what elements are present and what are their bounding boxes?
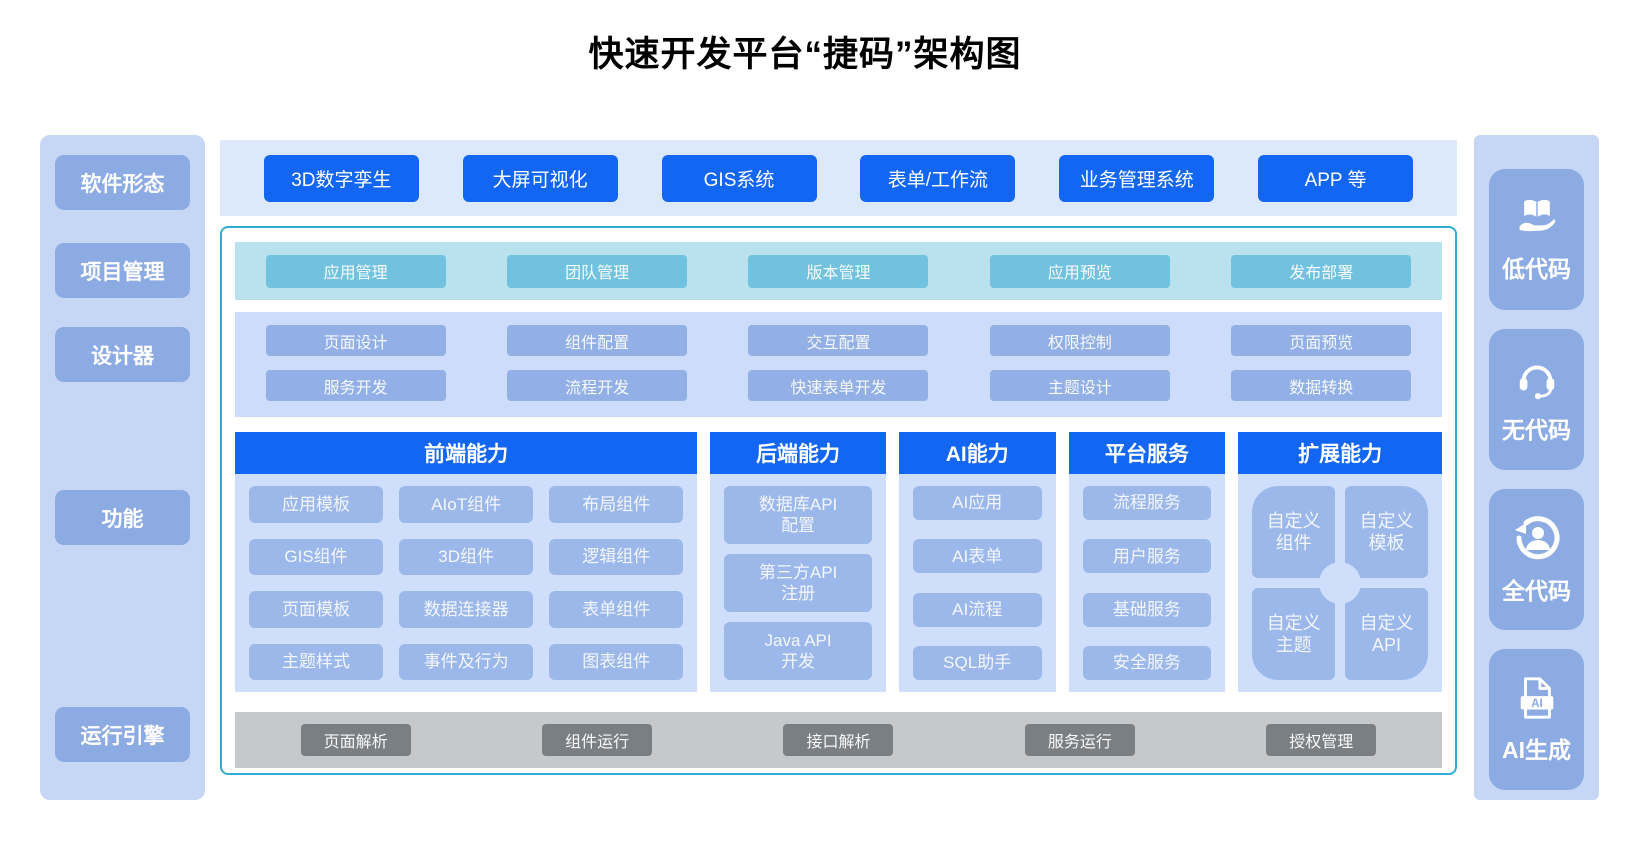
extension-center-notch	[1319, 562, 1362, 604]
page-title: 快速开发平台“捷码”架构图	[588, 35, 1022, 74]
pm-version-management[interactable]: 版本管理	[748, 254, 929, 288]
code-modes-sidebar: 低代码 无代码	[1474, 135, 1599, 800]
frontend-data-connectors[interactable]: 数据连接器	[399, 591, 534, 628]
backend-db-api-config[interactable]: 数据库API 配置	[724, 486, 872, 544]
frontend-chart-components[interactable]: 图表组件	[549, 643, 684, 680]
platform-user-service[interactable]: 用户服务	[1082, 539, 1212, 574]
platform-security-service[interactable]: 安全服务	[1082, 645, 1212, 680]
designer-page-design[interactable]: 页面设计	[265, 325, 446, 356]
low-code-label: 低代码	[1502, 255, 1571, 282]
frontend-form-components[interactable]: 表单组件	[549, 591, 684, 628]
designer-theme-design[interactable]: 主题设计	[989, 370, 1170, 401]
software-form-gis[interactable]: GIS系统	[661, 154, 817, 202]
ai-sql-assistant[interactable]: SQL助手	[912, 645, 1042, 680]
runtime-page-parsing[interactable]: 页面解析	[300, 724, 411, 756]
project-management-band: 应用管理 团队管理 版本管理 应用预览 发布部署	[235, 242, 1442, 300]
platform-services-header: 平台服务	[1068, 432, 1226, 474]
platform-main-box: 应用管理 团队管理 版本管理 应用预览 发布部署 页面设计 组件配置 交互配置 …	[220, 226, 1457, 775]
runtime-interface-parsing[interactable]: 接口解析	[783, 724, 894, 756]
full-code-card[interactable]: 全代码	[1489, 489, 1584, 630]
capabilities-section: 前端能力 应用模板 AIoT组件 布局组件 GIS组件 3D组件 逻辑组件 页面…	[235, 432, 1442, 692]
runtime-service-running[interactable]: 服务运行	[1024, 724, 1135, 756]
designer-band: 页面设计 组件配置 交互配置 权限控制 页面预览 服务开发 流程开发 快速表单开…	[235, 312, 1442, 417]
designer-data-transform[interactable]: 数据转换	[1231, 370, 1412, 401]
headset-icon	[1514, 355, 1560, 401]
designer-page-preview[interactable]: 页面预览	[1231, 325, 1412, 356]
designer-permission-control[interactable]: 权限控制	[989, 325, 1170, 356]
runtime-component-running[interactable]: 组件运行	[542, 724, 653, 756]
extension-custom-templates[interactable]: 自定义 模板	[1345, 486, 1428, 578]
sidebar-item-designer[interactable]: 设计器	[55, 327, 190, 382]
extension-capability-header: 扩展能力	[1238, 432, 1442, 474]
sidebar-item-project-management[interactable]: 项目管理	[55, 243, 190, 298]
pm-app-preview[interactable]: 应用预览	[989, 254, 1170, 288]
frontend-page-templates[interactable]: 页面模板	[249, 591, 384, 628]
frontend-app-templates[interactable]: 应用模板	[249, 486, 384, 523]
runtime-engine-band: 页面解析 组件运行 接口解析 服务运行 授权管理	[235, 712, 1442, 768]
backend-java-api-dev[interactable]: Java API 开发	[724, 622, 872, 680]
ai-form[interactable]: AI表单	[912, 539, 1042, 574]
software-form-big-screen[interactable]: 大屏可视化	[462, 154, 618, 202]
no-code-card[interactable]: 无代码	[1489, 329, 1584, 470]
frontend-events-behaviors[interactable]: 事件及行为	[399, 643, 534, 680]
backend-thirdparty-api-register[interactable]: 第三方API 注册	[724, 554, 872, 612]
software-form-app[interactable]: APP 等	[1258, 154, 1414, 202]
full-code-label: 全代码	[1502, 577, 1571, 604]
pm-team-management[interactable]: 团队管理	[507, 254, 688, 288]
sidebar-item-runtime-engine[interactable]: 运行引擎	[55, 707, 190, 762]
left-category-sidebar: 软件形态 项目管理 设计器 功能 运行引擎	[40, 135, 205, 800]
ai-capability-column: AI能力 AI应用 AI表单 AI流程 SQL助手	[898, 432, 1056, 692]
runtime-authorization-management[interactable]: 授权管理	[1266, 724, 1377, 756]
ai-application[interactable]: AI应用	[912, 486, 1042, 520]
software-forms-strip: 3D数字孪生 大屏可视化 GIS系统 表单/工作流 业务管理系统 APP 等	[220, 140, 1457, 216]
no-code-label: 无代码	[1502, 416, 1571, 443]
ai-generate-label: AI生成	[1502, 736, 1571, 763]
designer-component-config[interactable]: 组件配置	[507, 325, 688, 356]
svg-text:AI: AI	[1531, 698, 1543, 710]
pm-publish-deploy[interactable]: 发布部署	[1231, 254, 1412, 288]
designer-interaction-config[interactable]: 交互配置	[748, 325, 929, 356]
extension-custom-themes[interactable]: 自定义 主题	[1252, 588, 1336, 680]
backend-capability-header: 后端能力	[710, 432, 886, 474]
designer-flow-dev[interactable]: 流程开发	[507, 370, 688, 401]
designer-service-dev[interactable]: 服务开发	[265, 370, 446, 401]
extension-capability-column: 扩展能力 自定义 组件 自定义 模板 自定义 主题 自定义 API	[1238, 432, 1442, 692]
low-code-card[interactable]: 低代码	[1489, 169, 1584, 310]
frontend-aiot-components[interactable]: AIoT组件	[399, 486, 534, 523]
pm-app-management[interactable]: 应用管理	[265, 254, 446, 288]
frontend-layout-components[interactable]: 布局组件	[549, 486, 684, 523]
frontend-3d-components[interactable]: 3D组件	[399, 538, 534, 575]
frontend-capability-header: 前端能力	[235, 432, 698, 474]
person-sync-icon	[1513, 514, 1561, 562]
extension-custom-api[interactable]: 自定义 API	[1345, 588, 1428, 680]
sidebar-item-software-forms[interactable]: 软件形态	[55, 155, 190, 210]
extension-custom-components[interactable]: 自定义 组件	[1252, 486, 1336, 578]
frontend-gis-components[interactable]: GIS组件	[249, 538, 384, 575]
platform-services-column: 平台服务 流程服务 用户服务 基础服务 安全服务	[1068, 432, 1226, 692]
ai-generate-card[interactable]: AI AI生成	[1489, 649, 1584, 790]
platform-flow-service[interactable]: 流程服务	[1082, 486, 1212, 520]
sidebar-item-functions[interactable]: 功能	[55, 490, 190, 545]
frontend-capability-column: 前端能力 应用模板 AIoT组件 布局组件 GIS组件 3D组件 逻辑组件 页面…	[235, 432, 698, 692]
ai-file-icon: AI	[1514, 675, 1560, 721]
designer-quick-form-dev[interactable]: 快速表单开发	[748, 370, 929, 401]
book-hand-icon	[1512, 196, 1562, 240]
software-form-form-workflow[interactable]: 表单/工作流	[860, 154, 1016, 202]
backend-capability-column: 后端能力 数据库API 配置 第三方API 注册 Java API 开发	[710, 432, 886, 692]
software-form-3d-digital-twin[interactable]: 3D数字孪生	[263, 154, 419, 202]
ai-flow[interactable]: AI流程	[912, 592, 1042, 627]
frontend-theme-styles[interactable]: 主题样式	[249, 643, 384, 680]
ai-capability-header: AI能力	[898, 432, 1056, 474]
software-form-business-system[interactable]: 业务管理系统	[1059, 154, 1215, 202]
platform-base-service[interactable]: 基础服务	[1082, 592, 1212, 627]
frontend-logic-components[interactable]: 逻辑组件	[549, 538, 684, 575]
